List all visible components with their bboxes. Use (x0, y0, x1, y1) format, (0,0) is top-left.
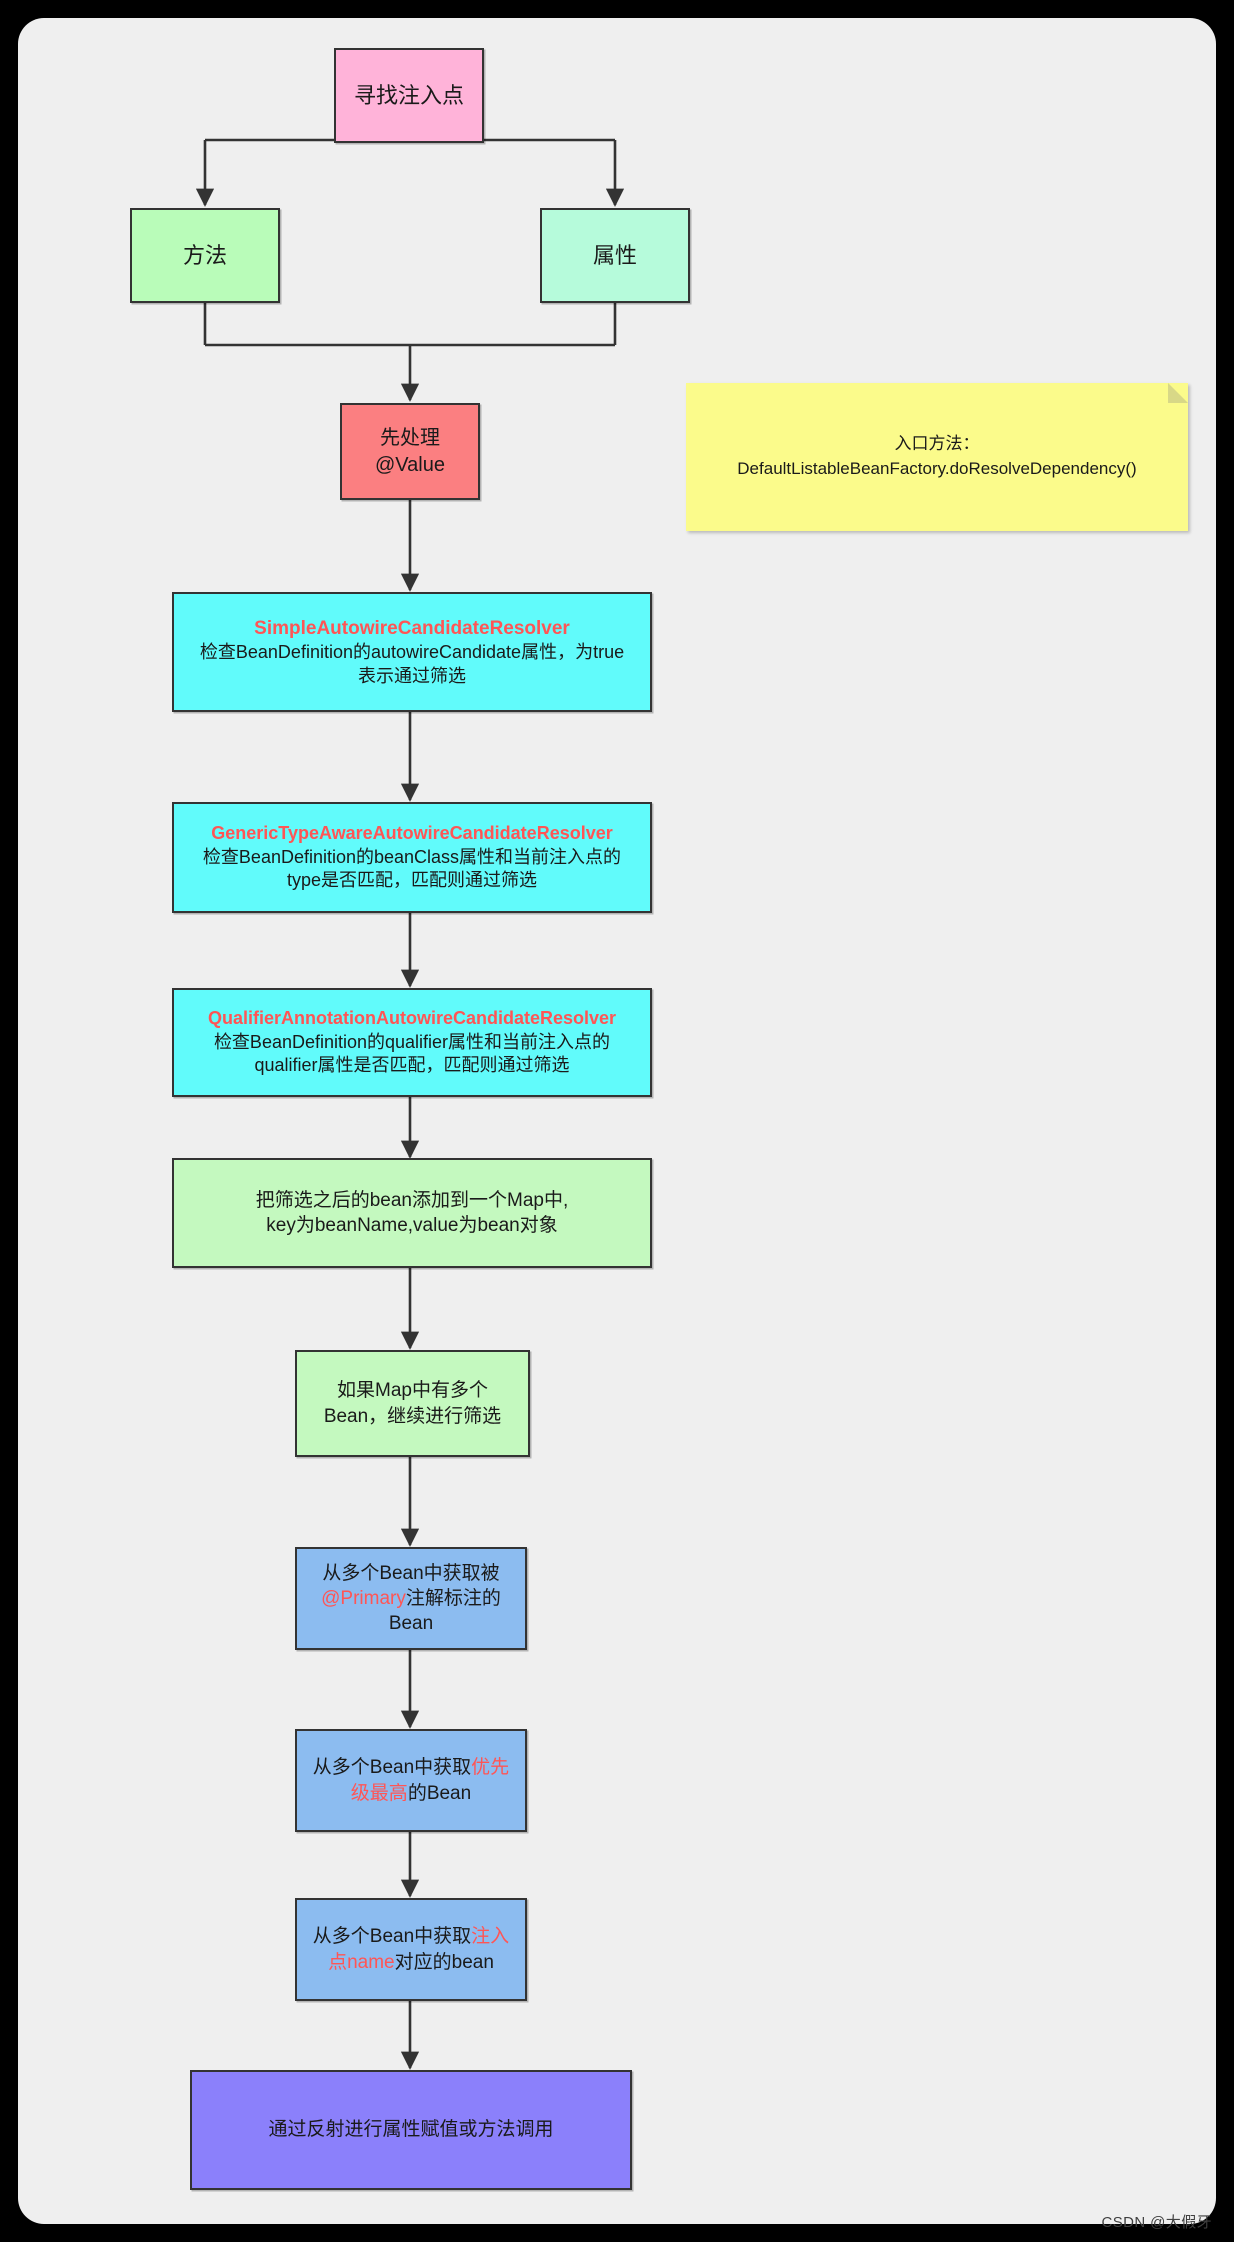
multi-bean-line1: 如果Map中有多个 (337, 1380, 488, 1402)
node-qualifier-annotation-resolver[interactable]: QualifierAnnotationAutowireCandidateReso… (172, 988, 652, 1097)
simple-resolver-title: SimpleAutowireCandidateResolver (254, 617, 570, 639)
generic-resolver-title: GenericTypeAwareAutowireCandidateResolve… (211, 822, 613, 843)
node-handle-value[interactable]: 先处理 @Value (340, 403, 480, 500)
priority-post: 的Bean (407, 1782, 472, 1804)
node-handle-value-line2: @Value (375, 453, 445, 476)
simple-resolver-line2: 表示通过筛选 (358, 665, 466, 686)
primary-line3: Bean (388, 1613, 434, 1635)
qualifier-resolver-line2: qualifier属性是否匹配，匹配则通过筛选 (254, 1055, 570, 1076)
node-multiple-beans[interactable]: 如果Map中有多个 Bean，继续进行筛选 (295, 1350, 530, 1457)
final-label: 通过反射进行属性赋值或方法调用 (268, 2119, 554, 2141)
note-line1: 入口方法： (894, 434, 980, 454)
add-to-map-line2: key为beanName,value为bean对象 (266, 1215, 558, 1236)
priority-pre: 从多个Bean中获取 (312, 1757, 472, 1779)
byname-pre: 从多个Bean中获取 (312, 1926, 472, 1948)
priority-highlight1: 优先 (471, 1757, 510, 1779)
primary-post: 注解标注的 (405, 1587, 501, 1609)
csdn-watermark: CSDN @大假牙 (1101, 2214, 1212, 2231)
node-method[interactable]: 方法 (130, 208, 280, 303)
node-simple-autowire-candidate-resolver[interactable]: SimpleAutowireCandidateResolver 检查BeanDe… (172, 592, 652, 712)
node-method-label: 方法 (182, 242, 227, 268)
node-reflection-injection[interactable]: 通过反射进行属性赋值或方法调用 (190, 2070, 632, 2190)
add-to-map-line1: 把筛选之后的bean添加到一个Map中, (255, 1189, 569, 1211)
node-get-primary-bean[interactable]: 从多个Bean中获取被 @Primary注解标注的 Bean (295, 1547, 527, 1650)
node-add-to-map[interactable]: 把筛选之后的bean添加到一个Map中, key为beanName,value为… (172, 1158, 652, 1268)
node-get-bean-by-injection-point-name[interactable]: 从多个Bean中获取注入 点name对应的bean (295, 1898, 527, 2001)
byname-highlight1: 注入 (471, 1926, 510, 1948)
entry-method-note: 入口方法： DefaultListableBeanFactory.doResol… (686, 383, 1188, 531)
byname-post: 对应的bean (394, 1951, 494, 1973)
node-property[interactable]: 属性 (540, 208, 690, 303)
node-generic-type-aware-resolver[interactable]: GenericTypeAwareAutowireCandidateResolve… (172, 802, 652, 913)
qualifier-resolver-line1: 检查BeanDefinition的qualifier属性和当前注入点的 (213, 1031, 611, 1052)
diagram-canvas (18, 18, 1216, 2224)
primary-highlight: @Primary (321, 1587, 406, 1609)
note-line2: DefaultListableBeanFactory.doResolveDepe… (737, 459, 1137, 478)
generic-resolver-line1: 检查BeanDefinition的beanClass属性和当前注入点的 (202, 846, 622, 867)
note-fold-corner (1168, 383, 1188, 403)
multi-bean-line2: Bean，继续进行筛选 (323, 1405, 502, 1427)
node-handle-value-line1: 先处理 (380, 427, 440, 450)
generic-resolver-line2: type是否匹配，匹配则通过筛选 (286, 870, 538, 891)
node-property-label: 属性 (592, 242, 637, 268)
node-get-highest-priority-bean[interactable]: 从多个Bean中获取优先 级最高的Bean (295, 1729, 527, 1832)
qualifier-resolver-title: QualifierAnnotationAutowireCandidateReso… (207, 1007, 617, 1028)
byname-highlight2: 点name (328, 1951, 395, 1973)
primary-pre: 从多个Bean中获取被 (322, 1562, 500, 1584)
simple-resolver-line1: 检查BeanDefinition的autowireCandidate属性，为tr… (199, 641, 625, 662)
node-start-label: 寻找注入点 (353, 82, 464, 108)
priority-highlight2: 级最高 (350, 1782, 408, 1804)
node-start[interactable]: 寻找注入点 (334, 48, 484, 143)
